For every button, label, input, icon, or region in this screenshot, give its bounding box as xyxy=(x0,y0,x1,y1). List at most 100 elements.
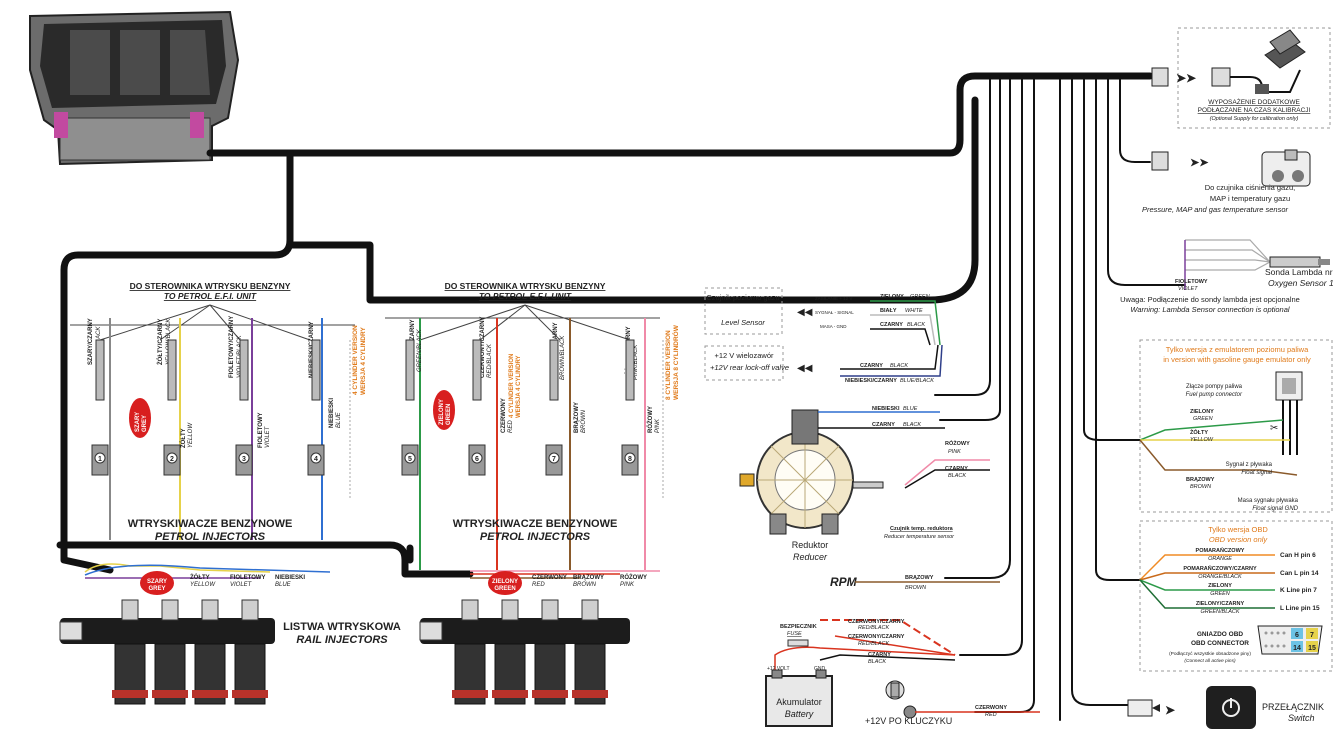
temp-wire-1-en: PINK xyxy=(948,449,961,455)
obd-row-2-pl: POMARAŃCZOWY/CZARNY xyxy=(1183,564,1257,572)
right-tap-2-pl: BRĄZOWY xyxy=(574,402,580,433)
rail-left-label-4-en: BLUE xyxy=(275,582,292,588)
obd-row-3-en: GREEN xyxy=(1210,591,1230,597)
lambda-note-pl: Uwaga: Podłączenie do sondy lambda jest … xyxy=(1120,295,1300,304)
level-sensor-en: Level Sensor xyxy=(721,318,765,327)
injector-number: 1 xyxy=(98,456,102,463)
reducer-wire-1-pl: NIEBIESKI xyxy=(872,406,900,412)
obd-wires xyxy=(1139,554,1275,609)
right-tap-1-en: RED xyxy=(508,420,514,433)
rail-left-label-1-en: GREY xyxy=(148,586,165,592)
obd-pin-15: 15 xyxy=(1308,645,1316,652)
key-label: +12V PO KLUCZYKU xyxy=(865,716,952,726)
obd-row-2-pin: Can L pin 14 xyxy=(1280,570,1319,577)
lock-off-wire-2-pl: NIEBIESKI/CZARNY xyxy=(845,378,897,384)
lambda-sensor xyxy=(1184,239,1330,290)
efi-title-left-pl: DO STEROWNIKA WTRYSKU BENZYNY xyxy=(130,281,291,291)
injector-number: 8 xyxy=(628,456,632,463)
right-version2-pl: WERSJA 8 CYLINDRÓW xyxy=(671,324,680,400)
emulator-wire-1-en: GREEN xyxy=(1193,416,1213,422)
obd-connector-icon xyxy=(1257,625,1323,655)
right-tap-3-en: PINK xyxy=(655,418,661,433)
emulator-pump-pl: Złącze pompy paliwa xyxy=(1186,384,1243,390)
left-bank-harness xyxy=(70,304,355,540)
reducer-pl: Reduktor xyxy=(792,540,829,550)
level-left-3: MASA - GND xyxy=(820,324,847,329)
temp-wire-1-pl: RÓŻOWY xyxy=(945,439,970,447)
petrol-injectors-right-en: PETROL INJECTORS xyxy=(480,531,591,543)
left-tap-2-pl: FIOLETOWY xyxy=(258,412,264,448)
level-wire-1-pl: ZIELONY xyxy=(880,294,904,300)
rail-right-label-3-en: BROWN xyxy=(573,582,597,588)
lambda-en: Oxygen Sensor 1 xyxy=(1268,278,1334,288)
ignition-key-icon xyxy=(885,680,917,719)
lambda-wire-pl: FIOLETOWY xyxy=(1175,279,1208,285)
battery-plus: +12 VOLT xyxy=(767,666,790,672)
rail-injectors-en: RAIL INJECTORS xyxy=(296,634,388,646)
map-sensor-icon xyxy=(1261,149,1311,187)
left-tap-1-en: YELLOW xyxy=(188,422,194,448)
petrol-injectors-right-pl: WTRYSKIWACZE BENZYNOWE xyxy=(453,518,618,530)
rail-right xyxy=(419,570,660,705)
rail-injectors-pl: LISTWA WTRYSKOWA xyxy=(283,621,401,633)
emulator-float-pl: Sygnał z pływaka xyxy=(1226,462,1273,468)
injector-number: 7 xyxy=(552,456,556,463)
injector-number: 4 xyxy=(314,456,318,463)
obd-note-pl: (Podłączyć wszystkie obsadzone piny) xyxy=(1169,651,1251,657)
lock-off-wire-2-en: BLUE/BLACK xyxy=(900,378,934,384)
level-left-2: SYGNAŁ - SIGNAL xyxy=(815,310,854,315)
laptop-icon xyxy=(1264,29,1306,69)
rail-right-label-3-pl: BRĄZOWY xyxy=(573,575,604,581)
level-wire-2-en: WHITE xyxy=(905,308,923,314)
injector-number: 3 xyxy=(242,456,246,463)
rail-left-label-3-pl: FIOLETOWY xyxy=(230,575,266,581)
obd-pin-14: 14 xyxy=(1293,645,1301,652)
obd-row-1-en: ORANGE xyxy=(1208,556,1232,562)
emulator-gnd-en: Float signal GND xyxy=(1252,506,1298,512)
right-version-en: 4 CYLINDER VERSION xyxy=(509,354,515,418)
emulator-wire-3-pl: BRĄZOWY xyxy=(1186,477,1215,483)
right-common-pl: ZIELONY xyxy=(439,399,445,425)
obd-row-1-pin: Can H pin 6 xyxy=(1280,552,1316,559)
right-version2-en: 8 CYLINDER VERSION xyxy=(665,330,672,400)
efi-title-left-en: TO PETROL E.F.I. UNIT xyxy=(164,291,257,301)
arrow-right-icon: ➤➤ xyxy=(1176,71,1197,85)
obd-pin-6: 6 xyxy=(1295,632,1299,639)
level-wire-2-pl: BIAŁY xyxy=(880,308,897,314)
efi-title-right-pl: DO STEROWNIKA WTRYSKU BENZYNY xyxy=(445,281,606,291)
battery-pl: Akumulator xyxy=(776,697,822,707)
fuse-pl: BEZPIECZNIK xyxy=(780,624,817,630)
rail-left-label-3-en: VIOLET xyxy=(230,582,253,588)
obd-title-en: OBD version only xyxy=(1209,535,1269,544)
obd-row-2-en: ORANGE/BLACK xyxy=(1198,574,1242,580)
right-tap-1-pl: CZERWONY xyxy=(501,398,507,433)
left-tap-3-pl: NIEBIESKI xyxy=(329,398,335,428)
right-tap-2-en: BROWN xyxy=(581,409,587,433)
left-tap-2-en: VIOLET xyxy=(265,425,271,448)
left-version-pl: WERSJA 4 CYLINDRY xyxy=(360,327,367,395)
obd-row-3-pl: ZIELONY xyxy=(1208,583,1232,589)
battery-icon xyxy=(765,669,833,727)
main-harness xyxy=(56,72,1186,721)
petrol-injectors-left-pl: WTRYSKIWACZE BENZYNOWE xyxy=(128,518,293,530)
obd-row-4-pl: ZIELONY/CZARNY xyxy=(1196,601,1245,607)
switch-icon[interactable] xyxy=(1206,686,1256,729)
emulator-pump-en: Fuel pump connector xyxy=(1186,392,1243,398)
lambda-pl: Sonda Lambda nr 1 xyxy=(1265,267,1335,277)
emulator-wire-3-en: BROWN xyxy=(1190,484,1211,490)
arrow-right-icon: ➤ xyxy=(1165,703,1176,717)
power-wire-3-en: BLACK xyxy=(868,659,886,665)
switch-connector: ➤ xyxy=(1127,699,1176,717)
left-common-badge xyxy=(129,398,151,438)
emulator-wire-2-pl: ŻÓŁTY xyxy=(1190,428,1208,436)
obd-pin-7: 7 xyxy=(1310,632,1314,639)
lambda-wire-en: VIOLET xyxy=(1178,286,1198,292)
calibration-connector: ➤➤ xyxy=(1151,67,1301,94)
obd-connector-en: OBD CONNECTOR xyxy=(1191,640,1249,647)
calibration-pl2: PODŁĄCZANE NA CZAS KALIBRACJI xyxy=(1198,107,1311,114)
petrol-injector: 4 xyxy=(307,339,325,476)
emulator-gnd-pl: Masa sygnału pływaka xyxy=(1238,498,1299,504)
efi-title-right-en: TO PETROL E.F.I. UNIT xyxy=(479,291,572,301)
map-sensor-pl1: Do czujnika ciśnienia gazu, xyxy=(1205,183,1295,192)
reducer-icon xyxy=(739,409,884,535)
